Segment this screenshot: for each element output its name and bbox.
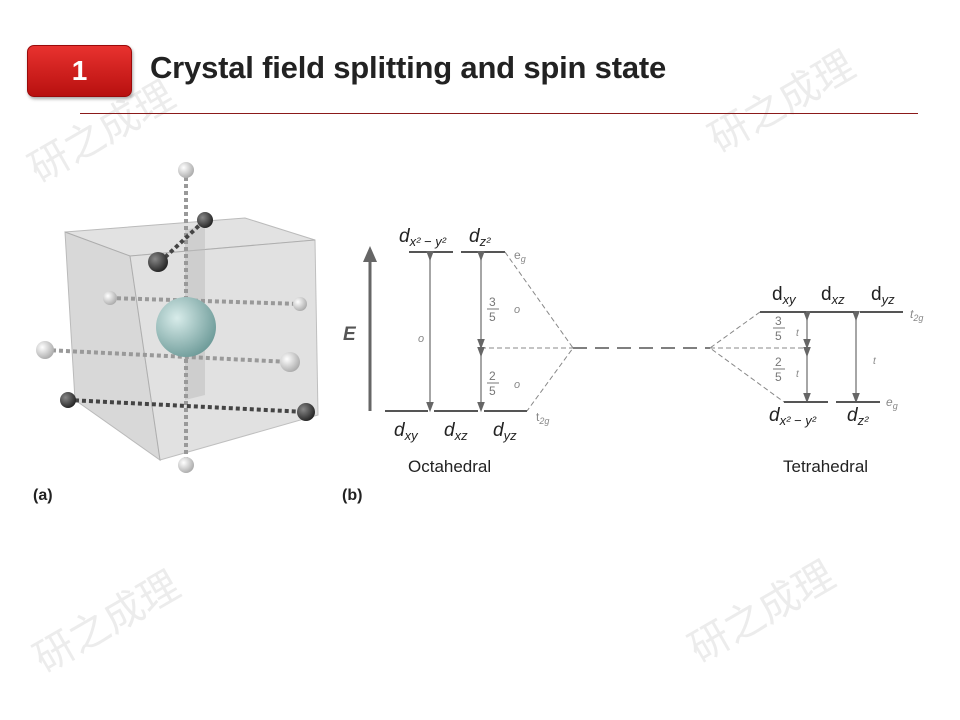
octahedral-label: Octahedral (408, 457, 491, 476)
oct-frac-up-den: 5 (489, 310, 496, 324)
tet-frac-up-sym: t (796, 328, 800, 339)
tetrahedral-label: Tetrahedral (783, 457, 868, 476)
tet-eg-label: eg (886, 395, 898, 411)
tet-orbital-dyz: dyz (871, 284, 895, 307)
oct-frac-up-sym: o (514, 304, 520, 316)
tet-orbital-dxz: dxz (821, 284, 845, 307)
tet-frac-up-den: 5 (775, 329, 782, 343)
tet-frac-down-sym: t (796, 369, 800, 380)
oct-orbital-dxy: dxy (394, 420, 419, 443)
tetrahedral-levels (760, 311, 903, 403)
panel-a-label: (a) (33, 487, 53, 504)
section-number-badge: 1 (27, 45, 132, 97)
tet-orbital-dz2: dz² (847, 405, 869, 428)
oct-frac-down-num: 2 (489, 369, 496, 383)
oct-frac-down-sym: o (514, 379, 520, 391)
tet-frac-down-num: 2 (775, 355, 782, 369)
oct-delta-label: o (418, 333, 424, 345)
oct-orbital-dxz: dxz (444, 420, 468, 443)
slide-title: Crystal field splitting and spin state (150, 50, 667, 85)
title-divider (80, 113, 918, 114)
panel-b-label: (b) (342, 487, 362, 504)
tet-orbital-dx2y2: dx² − y² (769, 405, 817, 428)
tet-delta-label: t (873, 356, 877, 367)
oct-orbital-dx2y2: dx² − y² (399, 226, 447, 249)
tet-orbital-dxy: dxy (772, 284, 797, 307)
tet-frac-up-num: 3 (775, 314, 782, 328)
oct-frac-down-den: 5 (489, 384, 496, 398)
oct-frac-up-num: 3 (489, 295, 496, 309)
tet-t2g-label: t2g (910, 307, 923, 323)
oct-eg-label: eg (514, 248, 526, 264)
oct-t2g-label: t2g (536, 410, 549, 426)
octahedral-levels (385, 251, 527, 412)
tet-frac-down-den: 5 (775, 370, 782, 384)
energy-axis-label: E (343, 324, 357, 345)
oct-orbital-dyz: dyz (493, 420, 517, 443)
coordination-cube-illustration (36, 162, 319, 473)
oct-orbital-dz2: dz² (469, 226, 491, 249)
